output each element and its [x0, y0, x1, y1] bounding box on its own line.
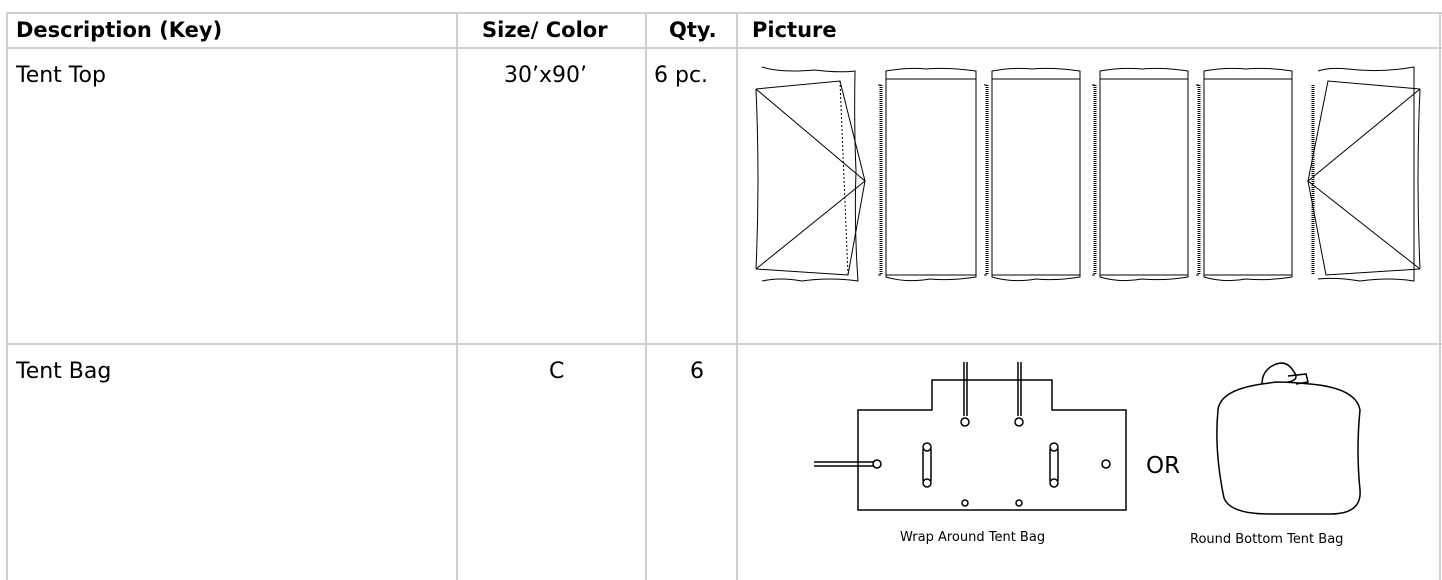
row-size-color: 30’x90’	[504, 63, 587, 88]
row-description: Tent Top	[16, 63, 106, 88]
tent-middle-panel	[1196, 67, 1293, 282]
row-qty: 6	[690, 359, 704, 384]
table-top-border	[6, 12, 1442, 14]
tent-middle-panel	[1092, 67, 1189, 282]
table-left-border	[6, 12, 8, 580]
wrap-around-bag-outline	[857, 379, 1127, 511]
table-row: Tent Top 30’x90’ 6 pc.	[6, 49, 1442, 343]
row-description: Tent Bag	[16, 359, 112, 384]
header-row: Description (Key) Size/ Color Qty. Pictu…	[6, 12, 1442, 47]
header-description: Description (Key)	[16, 18, 223, 42]
tent-end-panel-right	[1307, 66, 1421, 282]
tent-middle-panel	[878, 67, 977, 282]
tent-bag-drawing: OR Wrap Around Tent Bag Round Bottom Ten…	[814, 362, 1361, 547]
col-divider-picture	[736, 12, 738, 580]
table-right-border	[1439, 12, 1441, 580]
header-picture: Picture	[752, 18, 837, 42]
col-divider-size	[456, 12, 458, 580]
round-bottom-bag-label: Round Bottom Tent Bag	[1190, 532, 1343, 547]
table-row: Tent Bag C 6	[6, 345, 1442, 580]
round-bottom-bag-outline	[1216, 381, 1361, 515]
tent-middle-panel	[984, 67, 1081, 282]
wrap-around-bag-label: Wrap Around Tent Bag	[900, 530, 1045, 545]
row-size-color: C	[549, 359, 565, 384]
col-divider-qty	[645, 12, 647, 580]
row-divider	[6, 343, 1442, 345]
header-size-color: Size/ Color	[482, 18, 608, 42]
tent-top-panels-drawing	[755, 66, 1421, 282]
or-label: OR	[1146, 453, 1180, 479]
tent-end-panel-left	[755, 66, 866, 282]
row-qty: 6 pc.	[654, 63, 709, 88]
header-bottom-border	[6, 47, 1442, 49]
header-qty: Qty.	[669, 18, 717, 42]
